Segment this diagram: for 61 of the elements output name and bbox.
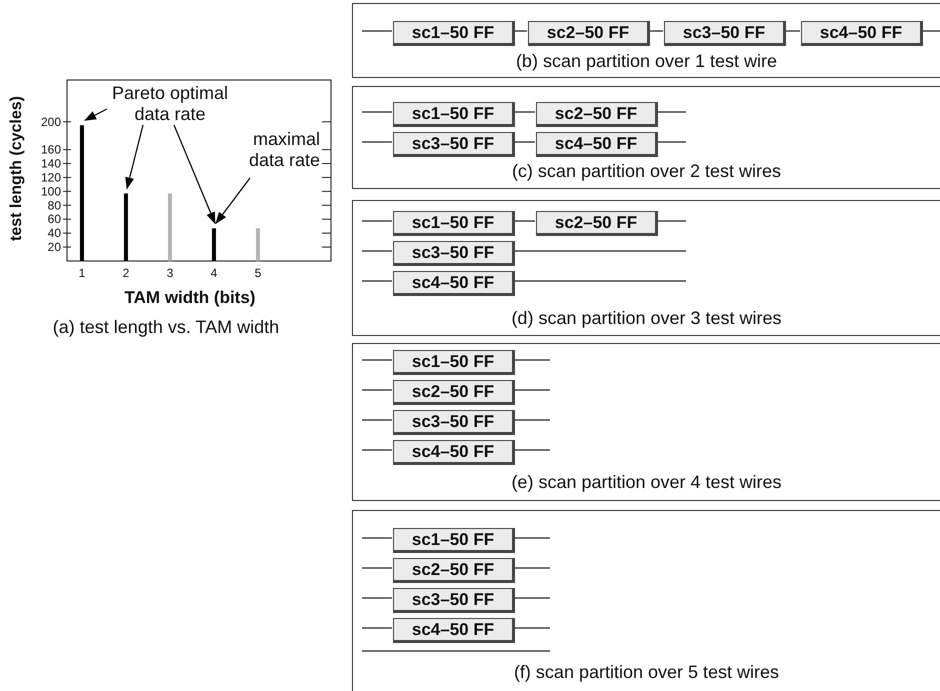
test-wire xyxy=(362,220,392,222)
panel-caption: (b) scan partition over 1 test wire xyxy=(516,51,778,72)
test-wire xyxy=(784,30,800,32)
scan-chain-box: sc4–50 FF xyxy=(536,132,658,157)
panel-frame xyxy=(352,343,940,501)
axis-title: test length (cycles) xyxy=(8,96,25,241)
test-wire xyxy=(922,30,940,32)
tick-label: 80 xyxy=(48,198,61,212)
tick-label: 5 xyxy=(254,266,262,280)
annotation-text: Pareto optimal data rate xyxy=(112,83,228,124)
scan-chain-box: sc3–50 FF xyxy=(393,410,515,435)
scan-chain-box: sc4–50 FF xyxy=(393,440,515,465)
scan-chain-box: sc1–50 FF xyxy=(393,21,515,46)
test-wire xyxy=(514,250,686,252)
scan-chain-box: sc2–50 FF xyxy=(393,558,515,583)
scan-chain-box: sc4–50 FF xyxy=(393,271,515,296)
tick-label: 4 xyxy=(210,266,218,280)
scan-chain-box: sc2–50 FF xyxy=(393,380,515,405)
test-wire xyxy=(362,280,392,282)
tick-label: 120 xyxy=(40,170,61,184)
test-wire xyxy=(362,30,392,32)
panel-caption: (c) scan partition over 2 test wires xyxy=(512,161,782,182)
tick-label: 60 xyxy=(48,212,61,226)
scan-chain-box: sc3–50 FF xyxy=(393,132,515,157)
scan-chain-box: sc2–50 FF xyxy=(528,21,650,46)
test-wire xyxy=(648,30,664,32)
scan-chain-box: sc2–50 FF xyxy=(536,102,658,127)
tick-label: 2 xyxy=(122,266,130,280)
panel-frame xyxy=(352,3,940,78)
test-wire xyxy=(514,220,536,222)
scan-chain-box: sc2–50 FF xyxy=(536,211,658,236)
test-wire xyxy=(656,220,686,222)
tick-label: 140 xyxy=(40,156,61,171)
scan-chain-box: sc4–50 FF xyxy=(801,21,923,46)
chart-title: (a) test length vs. TAM width xyxy=(52,317,280,337)
scan-chain-box: sc1–50 FF xyxy=(393,528,515,553)
scan-chain-box: sc4–50 FF xyxy=(393,618,515,643)
scan-chain-box: sc3–50 FF xyxy=(393,588,515,613)
test-wire xyxy=(514,280,686,282)
tick-label: 3 xyxy=(166,266,174,280)
tick-label: 160 xyxy=(40,142,61,157)
panel-caption: (f) scan partition over 5 test wires xyxy=(514,662,780,683)
tick-label: 40 xyxy=(48,226,61,240)
annotation-text: maximal data rate xyxy=(248,129,320,170)
tick-label: 1 xyxy=(78,266,86,280)
panel-caption: (e) scan partition over 4 test wires xyxy=(511,472,782,493)
axis-title: TAM width (bits) xyxy=(124,288,256,307)
tick-label: 100 xyxy=(40,184,61,198)
panel-frame xyxy=(352,200,940,336)
test-wire xyxy=(514,30,528,32)
tick-label: 20 xyxy=(48,240,61,254)
scan-chain-box: sc1–50 FF xyxy=(393,350,515,375)
panel-frame xyxy=(352,510,940,691)
test-wire xyxy=(362,250,392,252)
scan-chain-box: sc1–50 FF xyxy=(393,102,515,127)
panel-frame xyxy=(352,86,940,189)
scan-chain-box: sc3–50 FF xyxy=(393,241,515,266)
panel-caption: (d) scan partition over 3 test wires xyxy=(511,308,782,329)
scan-chain-box: sc3–50 FF xyxy=(664,21,786,46)
tick-label: 200 xyxy=(40,114,61,129)
scan-chain-box: sc1–50 FF xyxy=(393,211,515,236)
